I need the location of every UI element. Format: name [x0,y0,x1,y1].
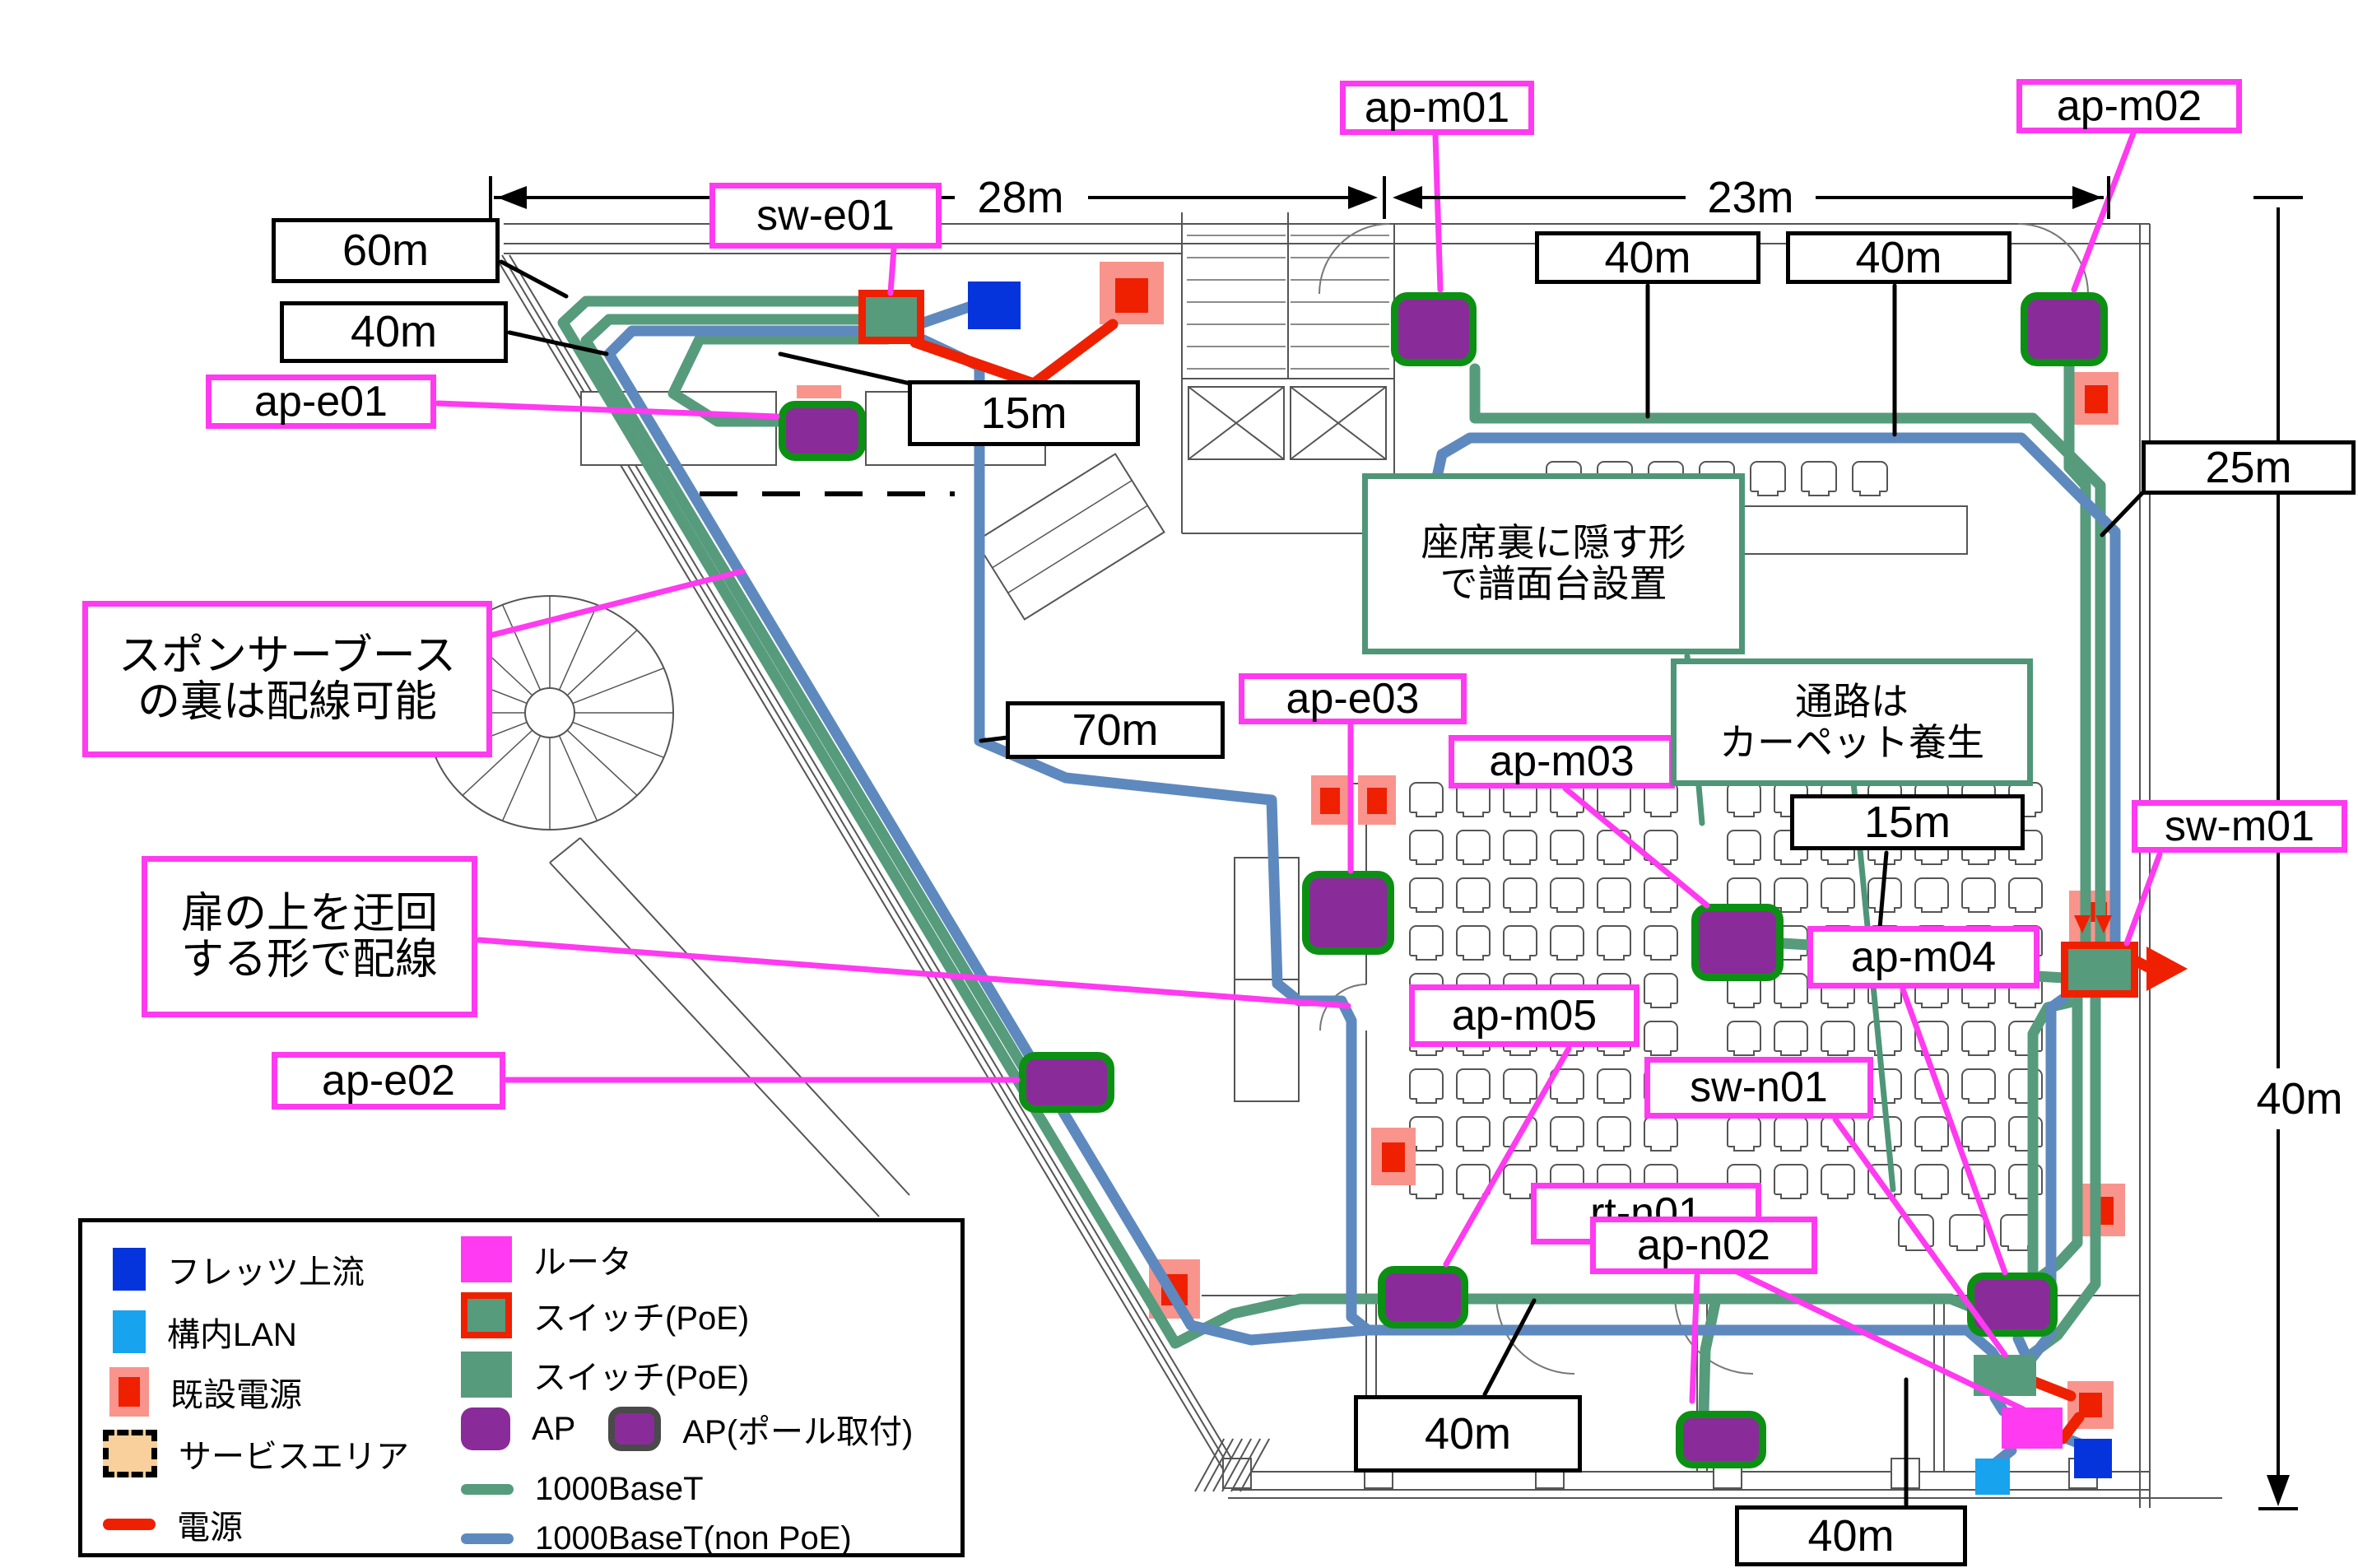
annotation-sponsor-booth: スポンサーブース の裏は配線可能 [82,601,492,757]
legend-label: 既設電源 [170,1377,302,1413]
label-sw-e01: sw-e01 [709,183,942,249]
legend-label: 1000BaseT [535,1471,704,1507]
legend-item-lan: 構内LAN [113,1308,297,1356]
label-25m: 25m [2142,440,2356,495]
fletts-swatch-icon [113,1248,146,1291]
router-swatch-icon [461,1236,512,1282]
label-40m-a: 40m [280,301,508,363]
legend-label: AP(ポール取付) [682,1414,914,1450]
ap-m01-device [1391,292,1477,366]
legend-label: 電源 [177,1510,243,1546]
rt-n01-device [2002,1407,2063,1449]
label-ap-m05: ap-m05 [1409,984,1639,1047]
existing-power-swatch-icon [109,1367,149,1417]
label-40m-bc: 40m [1735,1505,1967,1566]
annotation-aisle-carpet: 通路は カーペット養生 [1671,658,2033,786]
legend-item-ap: AP AP(ポール取付) [461,1405,913,1453]
label-ap-m03: ap-m03 [1449,735,1675,789]
legend-item-1000baset-nonpoe: 1000BaseT(non PoE) [461,1520,852,1557]
legend-label: AP [532,1410,576,1447]
legend-label: 構内LAN [167,1317,297,1353]
fletts-uplink-bottom [2074,1439,2112,1478]
legend-item-switch-poe: スイッチ(PoE) [461,1351,749,1398]
legend-label: 1000BaseT(non PoE) [535,1520,852,1556]
legend-item-switch-poe-powered: スイッチ(PoE) [461,1291,749,1339]
label-ap-m01: ap-m01 [1340,81,1534,135]
label-70m: 70m [1006,701,1225,759]
label-ap-e01: ap-e01 [206,375,436,429]
label-ap-m04: ap-m04 [1807,926,2039,989]
label-ap-m02: ap-m02 [2016,79,2242,133]
label-sw-n01: sw-n01 [1644,1057,1873,1119]
service-area-swatch-icon [103,1430,157,1477]
switch-swatch-icon [461,1352,512,1398]
label-40m-t1: 40m [1535,231,1760,284]
label-15m-b: 15m [1790,794,2025,850]
legend-label: スイッチ(PoE) [533,1360,750,1396]
label-40m-right: 40m [2244,1068,2356,1129]
legend-label: サービスエリア [179,1439,409,1475]
label-40m-t2: 40m [1786,231,2012,284]
ap-m02-device [2021,292,2108,366]
fletts-uplink-top [968,281,1021,329]
label-ap-e02: ap-e02 [272,1052,505,1110]
blue-line-swatch-icon [461,1533,514,1544]
ap-swatch-icon [461,1407,510,1450]
label-ap-n02: ap-n02 [1590,1217,1817,1274]
sw-m01-device [2061,942,2138,998]
ap-e01-device [779,401,866,461]
power-line-swatch-icon [103,1519,156,1530]
label-sw-m01: sw-m01 [2132,800,2347,853]
legend: フレッツ上流 構内LAN 既設電源 サービスエリア 電源 ルータ スイッチ(Po… [78,1218,965,1557]
ap-m03-device [1691,904,1784,981]
label-dim-23m: 23m [1689,173,1812,222]
legend-label: ルータ [533,1245,632,1281]
label-60m: 60m [272,218,500,283]
ap-n02-device [1676,1411,1766,1468]
legend-item-1000baset: 1000BaseT [461,1471,704,1508]
legend-item-fletts: フレッツ上流 [113,1245,365,1293]
label-40m-bl: 40m [1354,1395,1582,1473]
legend-item-router: ルータ [461,1235,632,1283]
ap-pole-swatch-icon [608,1407,662,1451]
ap-e01-power-stub [797,385,841,398]
legend-label: スイッチ(PoE) [533,1300,750,1337]
label-dim-28m: 28m [959,173,1082,222]
label-ap-e03: ap-e03 [1239,673,1467,724]
legend-label: フレッツ上流 [167,1254,365,1291]
legend-item-service-area: サービスエリア [103,1430,409,1477]
switch-poe-swatch-icon [461,1292,512,1338]
label-15m-a: 15m [908,380,1140,446]
legend-item-power: 電源 [103,1501,243,1548]
legend-item-existing-power: 既設電源 [109,1367,302,1417]
annotation-door-detour: 扉の上を迂回 する形で配線 [142,856,477,1017]
ap-m05-device [1378,1266,1468,1328]
green-line-swatch-icon [461,1484,514,1495]
annotation-seat-back: 座席裏に隠す形 で譜面台設置 [1362,473,1745,654]
lan-swatch-icon [113,1310,146,1353]
premises-lan [1975,1459,2010,1495]
ap-e02-device [1019,1052,1114,1113]
